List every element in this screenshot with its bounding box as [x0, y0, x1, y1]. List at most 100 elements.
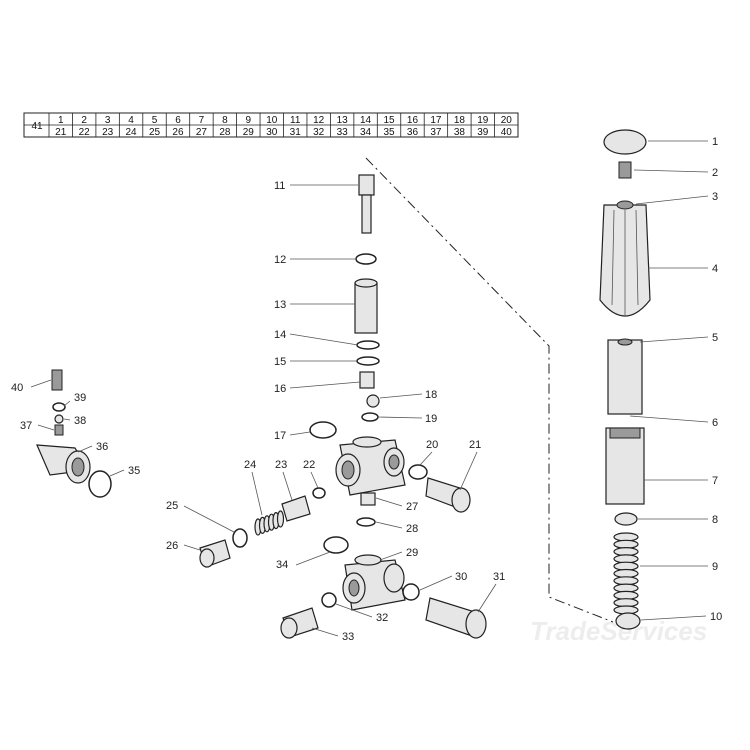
callout-label-18: 18	[425, 389, 437, 401]
callout-label-14: 14	[274, 329, 286, 341]
ball-part	[54, 414, 64, 424]
callout-label-16: 16	[274, 383, 286, 395]
callout-label-31: 31	[493, 571, 505, 583]
leader-lines	[30, 140, 709, 637]
seat-part	[359, 371, 375, 389]
table-cell-top: 13	[337, 115, 349, 126]
callout-label-2: 2	[712, 167, 718, 179]
callout-label-27: 27	[406, 501, 418, 513]
table-cell-top: 15	[383, 115, 395, 126]
callout-label-26: 26	[166, 540, 178, 552]
callout-label-39: 39	[74, 392, 86, 404]
table-cell-top: 7	[199, 115, 205, 126]
callout-label-19: 19	[425, 413, 437, 425]
spring-part	[613, 532, 639, 615]
table-cell-top: 9	[246, 115, 252, 126]
table-cell-bottom: 40	[501, 127, 513, 138]
spring-part	[254, 510, 285, 536]
callout-label-37: 37	[20, 420, 32, 432]
callout-label-4: 4	[712, 263, 718, 275]
callout-label-8: 8	[712, 514, 718, 526]
table-cell-bottom: 34	[360, 127, 372, 138]
callout-label-21: 21	[469, 439, 481, 451]
o-ring-part	[356, 356, 380, 366]
cap-part	[603, 129, 647, 155]
table-cell-bottom: 27	[196, 127, 208, 138]
table-cell-bottom: 35	[383, 127, 395, 138]
assembly-dash-line	[365, 157, 614, 623]
connector-part	[360, 492, 376, 506]
callout-label-24: 24	[244, 459, 256, 471]
callout-label-10: 10	[710, 611, 722, 623]
stem-head-part	[358, 174, 375, 196]
callout-label-5: 5	[712, 332, 718, 344]
ball-part	[366, 394, 380, 408]
plug-part	[281, 495, 311, 522]
table-cell-bottom: 23	[102, 127, 114, 138]
callout-label-23: 23	[275, 459, 287, 471]
o-ring-part	[356, 340, 380, 350]
table-cell-top: 5	[152, 115, 158, 126]
o-ring-part	[361, 412, 379, 422]
table-cell-top: 14	[360, 115, 372, 126]
table-cell-top: 16	[407, 115, 419, 126]
table-cell-top: 17	[430, 115, 442, 126]
housing-part	[607, 339, 643, 415]
callout-label-9: 9	[712, 561, 718, 573]
callout-label-25: 25	[166, 500, 178, 512]
table-cell-bottom: 39	[477, 127, 489, 138]
table-header-cell: 41	[31, 121, 43, 132]
callout-label-22: 22	[303, 459, 315, 471]
callout-label-28: 28	[406, 523, 418, 535]
callout-label-30: 30	[455, 571, 467, 583]
table-cell-bottom: 33	[337, 127, 349, 138]
callout-label-20: 20	[426, 439, 438, 451]
table-cell-top: 20	[501, 115, 513, 126]
table-cell-bottom: 30	[266, 127, 278, 138]
callout-label-6: 6	[712, 417, 718, 429]
o-ring-part	[309, 421, 337, 439]
table-cell-bottom: 25	[149, 127, 161, 138]
callout-label-34: 34	[276, 559, 288, 571]
table-cell-bottom: 31	[290, 127, 302, 138]
table-cell-top: 18	[454, 115, 466, 126]
table-cell-bottom: 29	[243, 127, 255, 138]
callout-label-15: 15	[274, 356, 286, 368]
callout-label-40: 40	[11, 382, 23, 394]
o-ring-part	[232, 528, 248, 548]
callout-label-7: 7	[712, 475, 718, 487]
table-cell-bottom: 24	[126, 127, 138, 138]
table-cell-top: 2	[81, 115, 87, 126]
o-ring-part	[408, 464, 428, 480]
table-cell-bottom: 37	[430, 127, 442, 138]
reference-number-table: 41 1212223234245256267278289291030113112…	[23, 112, 519, 138]
table-cell-bottom: 36	[407, 127, 419, 138]
seat-part	[615, 612, 641, 630]
table-cell-top: 4	[128, 115, 134, 126]
washer-part	[614, 512, 638, 526]
body-part	[605, 427, 645, 505]
table-cell-top: 3	[105, 115, 111, 126]
o-ring-part	[88, 470, 112, 498]
sleeve-part	[354, 282, 378, 334]
injector-assembly-drawing	[36, 369, 112, 498]
callout-label-17: 17	[274, 430, 286, 442]
callout-label-33: 33	[342, 631, 354, 643]
callout-label-12: 12	[274, 254, 286, 266]
barb-fitting-part	[51, 369, 63, 391]
table-cell-top: 10	[266, 115, 278, 126]
o-ring-part	[356, 517, 376, 527]
table-cell-top: 1	[58, 115, 64, 126]
callout-label-32: 32	[376, 612, 388, 624]
callout-label-29: 29	[406, 547, 418, 559]
table-cell-bottom: 32	[313, 127, 325, 138]
table-cell-bottom: 22	[79, 127, 91, 138]
table-cell-top: 6	[175, 115, 181, 126]
table-cell-bottom: 38	[454, 127, 466, 138]
callout-label-38: 38	[74, 415, 86, 427]
table-cell-bottom: 21	[55, 127, 67, 138]
o-ring-part	[52, 402, 66, 412]
o-ring-part	[402, 583, 420, 601]
table-cell-bottom: 26	[172, 127, 184, 138]
